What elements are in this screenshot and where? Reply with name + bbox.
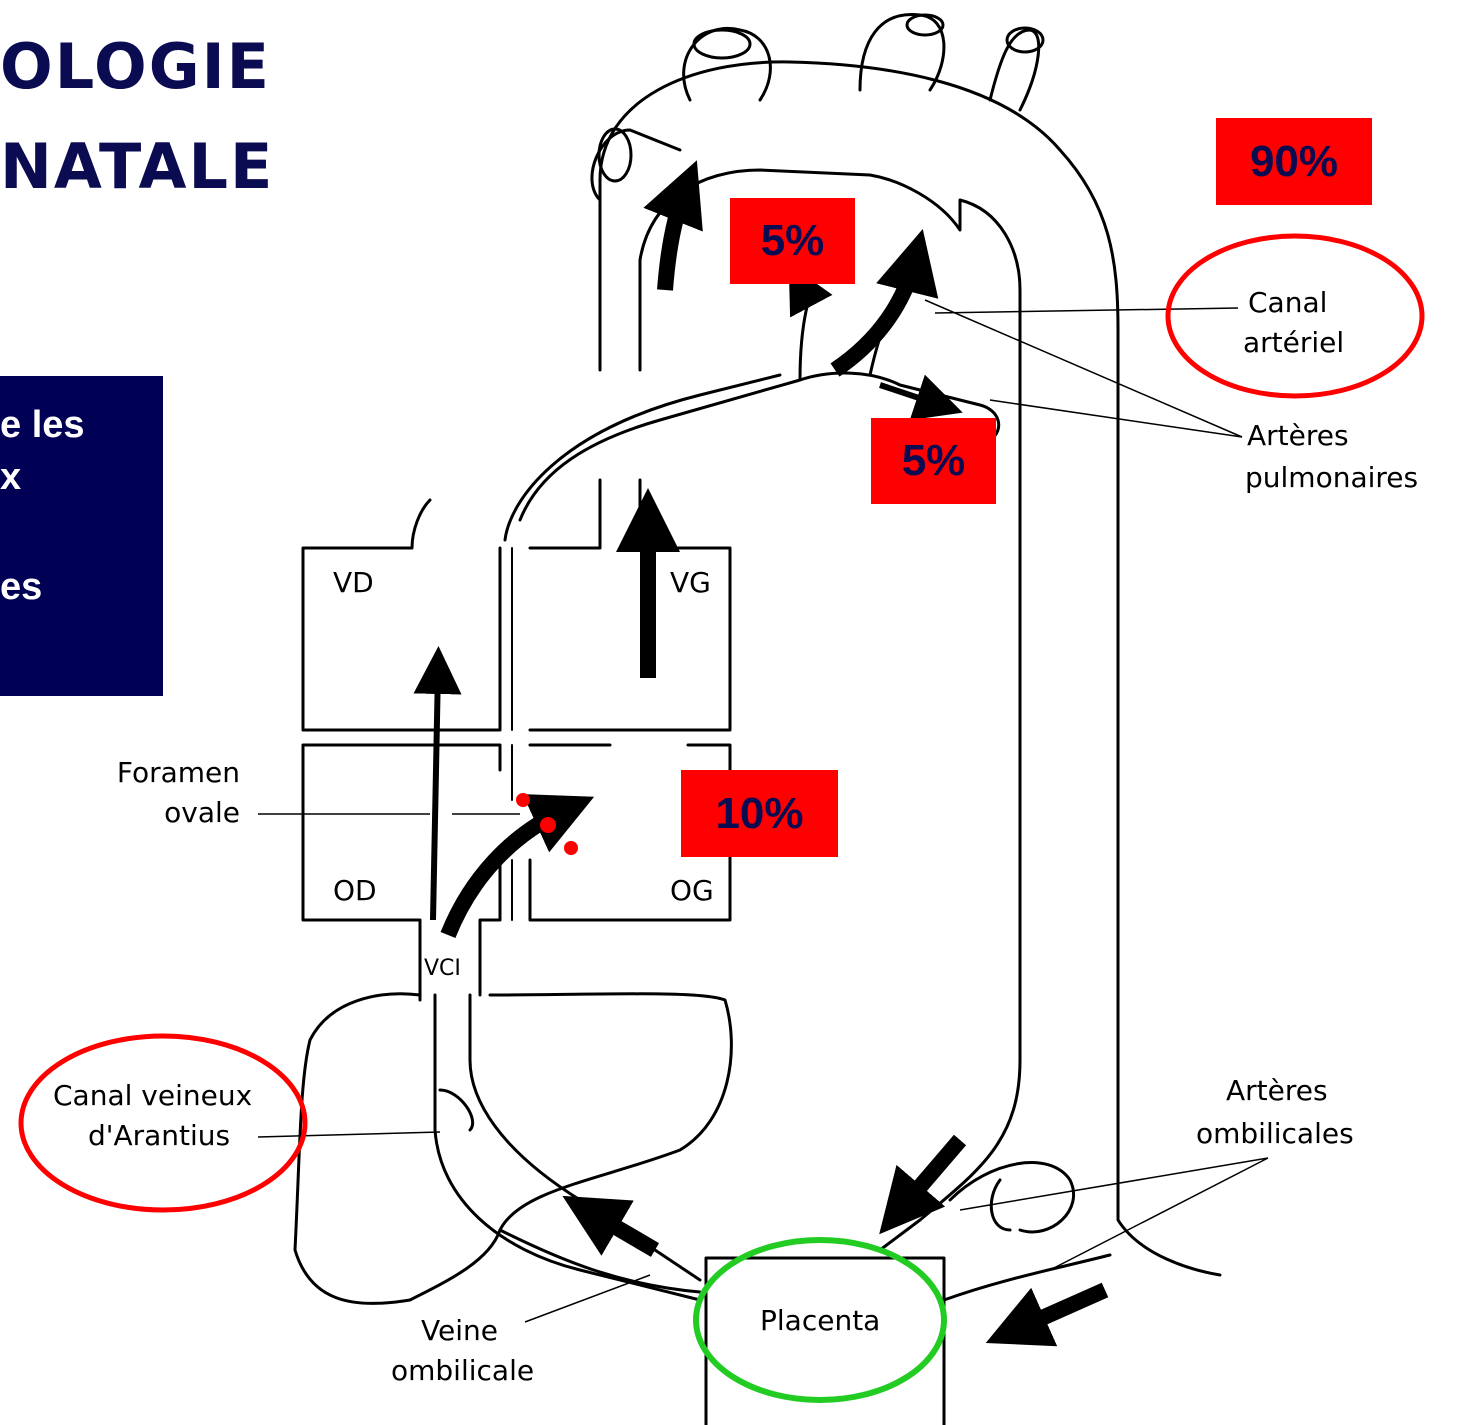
foramen-dot: [540, 817, 556, 833]
flow-arrow-umbilical-artery: [1015, 1290, 1105, 1330]
pct-badge-aorta: 90%: [1216, 118, 1372, 205]
label-arteres-pulm-1: Artères: [1247, 419, 1349, 452]
aorta-outline: [600, 62, 1220, 1275]
label-vg: VG: [670, 566, 711, 599]
flow-arrow-ra-up: [433, 670, 438, 920]
pct-badge-pulmonary: 5%: [871, 418, 996, 504]
pct-badge-foramen: 10%: [681, 770, 838, 857]
label-og: OG: [670, 874, 714, 907]
leader-canal-veineux: [258, 1132, 440, 1137]
right-ventricle: [303, 500, 500, 730]
flow-arrow-umbilical-vein: [590, 1212, 655, 1250]
pct-badge-ductus: 5%: [730, 198, 855, 284]
label-vd: VD: [333, 566, 374, 599]
label-od: OD: [333, 874, 377, 907]
svc-vessel: [592, 130, 680, 200]
leader-canal-arteriel: [935, 308, 1238, 313]
vessel-opening-left: [694, 30, 750, 58]
left-ventricle: [530, 480, 730, 730]
label-veine-omb-2: ombilicale: [391, 1354, 534, 1387]
leader-arteres-pulm-2: [990, 400, 1242, 437]
label-vci: VCI: [424, 956, 461, 981]
foramen-dot: [564, 841, 578, 855]
pulmonary-trunk-lower: [505, 375, 780, 540]
ductus-venosus: [435, 995, 700, 1300]
label-foramen-1: Foramen: [117, 756, 240, 789]
label-arteres-omb-1: Artères: [1226, 1074, 1328, 1107]
label-canal-veineux-1: Canal veineux: [53, 1079, 252, 1112]
leader-arteres-omb-2: [1050, 1158, 1268, 1270]
flow-arrow-ductus-small: [800, 285, 808, 300]
label-canal-veineux-2: d'Arantius: [88, 1119, 230, 1152]
label-foramen-2: ovale: [164, 796, 240, 829]
right-atrium: [303, 745, 500, 1000]
venous-branch: [440, 1090, 473, 1130]
aorta-inner: [640, 170, 1020, 1250]
label-canal-arteriel-2: artériel: [1243, 326, 1344, 359]
label-arteres-omb-2: ombilicales: [1196, 1117, 1354, 1150]
label-arteres-pulm-2: pulmonaires: [1245, 461, 1418, 494]
label-placenta: Placenta: [760, 1304, 880, 1337]
label-canal-arteriel-1: Canal: [1248, 286, 1327, 319]
foramen-dot: [516, 793, 530, 807]
umbilical-artery-loop: [950, 1163, 1074, 1232]
label-veine-omb-1: Veine: [421, 1314, 498, 1347]
subclavian-vessel: [990, 30, 1039, 110]
leader-arteres-pulm-1: [925, 300, 1242, 437]
leader-veine-omb: [525, 1275, 650, 1322]
